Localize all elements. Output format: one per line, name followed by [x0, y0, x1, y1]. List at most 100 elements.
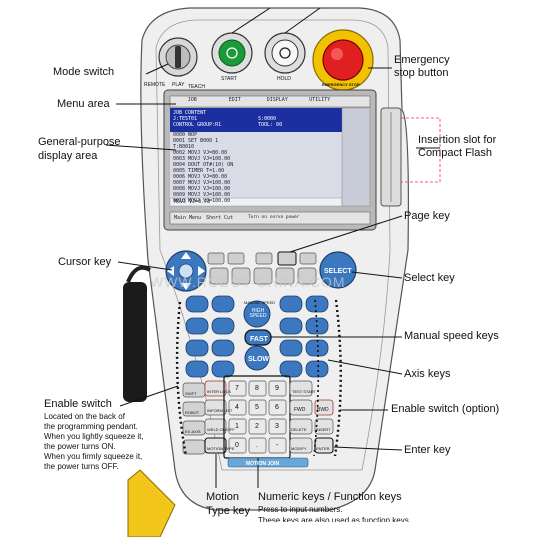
enable-note-line: the power turns ON.: [44, 442, 116, 451]
bottom-strip: [227, 457, 309, 468]
callout-select-key: Select key: [404, 272, 455, 284]
numpad-key-label: 7: [235, 385, 239, 392]
screen-line: JOB CONTENT: [173, 110, 207, 116]
screen-line: 0010 MOVJ VJ=100.00: [173, 198, 231, 204]
select-key[interactable]: [319, 251, 357, 289]
screen-line: 0007 MOVJ VJ=100.00: [173, 180, 231, 186]
top-key[interactable]: [297, 267, 317, 285]
axis-key[interactable]: [279, 295, 303, 313]
numpad-key[interactable]: [228, 437, 247, 454]
numpad-key-label: 5: [255, 404, 259, 411]
axis-key[interactable]: [279, 360, 303, 378]
inform-list-key[interactable]: [204, 399, 227, 416]
numpad-key[interactable]: [248, 418, 267, 435]
screen-line: 0006 MOVJ VJ=80.00: [173, 174, 228, 180]
leader-enable-left: [119, 385, 179, 407]
menu-tab-job[interactable]: JOB: [187, 97, 197, 103]
callout-motion-2: Type key: [206, 505, 251, 517]
numpad-key-label: 8: [255, 385, 259, 392]
axis-key[interactable]: [185, 295, 209, 313]
screen-line: 0004 DOUT OT#(10) ON: [173, 162, 234, 168]
screen-body: [170, 132, 342, 198]
enable-switch-left-outline: [175, 301, 188, 457]
mode-key-slot: [175, 46, 181, 68]
callout-emergency-1: Emergency: [394, 54, 450, 66]
insert-key[interactable]: [314, 418, 334, 435]
menu-tab-utility[interactable]: UTILITY: [309, 97, 331, 103]
bwd-key[interactable]: [314, 399, 334, 416]
callout-general-purpose-1: General-purpose: [38, 136, 121, 148]
func-right2-3: ENTER: [316, 446, 330, 451]
leader-general: [105, 144, 177, 151]
screen-line: 0002 MOVJ VJ=80.00: [173, 150, 228, 156]
numpad-key[interactable]: [228, 399, 247, 416]
screen-edit-line[interactable]: MOVJ VJ=0.78: [174, 199, 211, 205]
top-key[interactable]: [255, 252, 273, 265]
test-start-key[interactable]: [289, 380, 313, 397]
numpad-key[interactable]: [268, 418, 287, 435]
enable-note-line: When you firmly squeeze it,: [44, 452, 143, 461]
numpad-key-label: -: [276, 442, 279, 449]
menu-tabs-bar: [169, 95, 371, 108]
callout-enable-switch: Enable switch: [44, 398, 112, 410]
cursor-down-arrow: [181, 283, 191, 290]
numpad-key-label: 2: [255, 423, 259, 430]
delete-key[interactable]: [289, 418, 313, 435]
axis-key[interactable]: [305, 339, 329, 357]
numpad-key[interactable]: [248, 399, 267, 416]
interlock-key[interactable]: [204, 380, 227, 397]
numpad-key[interactable]: [268, 399, 287, 416]
menu-tab-edit[interactable]: EDIT: [228, 97, 241, 103]
high-speed-label: HIGH SPEED: [249, 308, 267, 319]
top-key[interactable]: [227, 252, 245, 265]
modify-key[interactable]: [289, 437, 313, 454]
func-right-3: MODIFY: [291, 446, 307, 451]
screen-step: S:0000: [258, 116, 277, 122]
enable-note-line: When you lightly squeeze it,: [44, 432, 144, 441]
axis-key[interactable]: [185, 360, 209, 378]
leader-select: [351, 271, 403, 279]
high-speed-key[interactable]: [243, 300, 271, 328]
screen-bottom-bar: [169, 211, 371, 225]
cursor-left-arrow: [167, 266, 174, 276]
axis-key[interactable]: [185, 339, 209, 357]
motion-type-key[interactable]: [204, 437, 227, 454]
weld-onoff-key[interactable]: [204, 418, 227, 435]
axis-key[interactable]: [305, 295, 329, 313]
top-key[interactable]: [231, 267, 251, 285]
page-key[interactable]: [277, 251, 297, 266]
axis-key[interactable]: [279, 339, 303, 357]
numpad-key[interactable]: [228, 418, 247, 435]
top-key[interactable]: [207, 252, 225, 265]
enable-switch-note: Located on the back of the programming p…: [44, 412, 164, 472]
numpad-key[interactable]: [268, 437, 287, 454]
screen-content: JOB CONTENT J:TEST01 CONTROL GROUP:R1 00…: [173, 110, 341, 204]
fwd-key[interactable]: [289, 399, 313, 416]
short-cut-button[interactable]: Short Cut: [206, 215, 234, 221]
axis-key[interactable]: [211, 317, 235, 335]
top-key[interactable]: [209, 267, 229, 285]
screen-line: J:TEST01: [173, 116, 198, 122]
callout-numeric-note-2: These keys are also used as function key…: [258, 516, 411, 522]
menu-tab-display[interactable]: DISPLAY: [266, 97, 288, 103]
numpad-key[interactable]: [248, 380, 267, 397]
top-key[interactable]: [275, 267, 295, 285]
numpad-key[interactable]: [248, 437, 267, 454]
estop-highlight: [331, 48, 343, 60]
top-key[interactable]: [299, 252, 317, 265]
estop-button[interactable]: [322, 39, 364, 81]
axis-key[interactable]: [211, 360, 235, 378]
axis-key[interactable]: [185, 317, 209, 335]
numpad-key[interactable]: [268, 380, 287, 397]
slow-key[interactable]: [244, 345, 270, 371]
axis-key[interactable]: [211, 339, 235, 357]
axis-key[interactable]: [279, 317, 303, 335]
top-key[interactable]: [253, 267, 273, 285]
callout-cursor-key: Cursor key: [58, 256, 112, 268]
main-menu-button[interactable]: Main Menu: [174, 215, 202, 221]
leader-cursor: [117, 261, 173, 271]
callout-enable-option: Enable switch (option): [391, 403, 500, 415]
axis-key[interactable]: [211, 295, 235, 313]
axis-key[interactable]: [305, 360, 329, 378]
numpad-key[interactable]: [228, 380, 247, 397]
